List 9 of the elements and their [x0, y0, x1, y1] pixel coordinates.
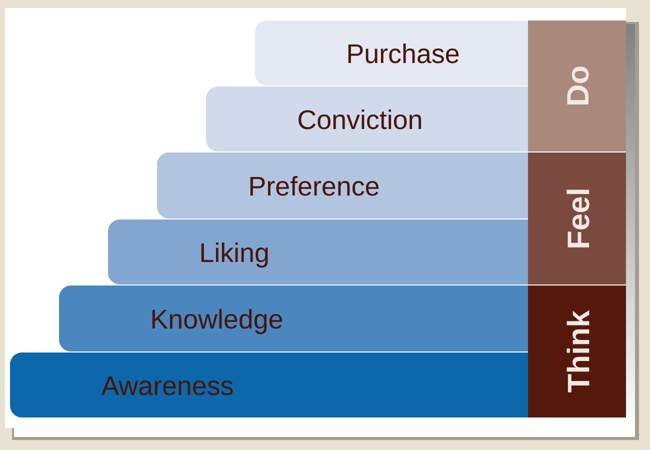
step-bar: Purchase — [255, 20, 528, 86]
step-bar: Conviction — [206, 86, 528, 152]
step-bar: Awareness — [10, 352, 528, 418]
stage-band: Think — [528, 285, 626, 418]
step-bar: Knowledge — [59, 285, 528, 352]
step-bar: Preference — [157, 152, 528, 218]
stage-band: Do — [528, 20, 626, 152]
step-bar: Liking — [108, 219, 528, 284]
stage-band: Feel — [528, 152, 626, 284]
